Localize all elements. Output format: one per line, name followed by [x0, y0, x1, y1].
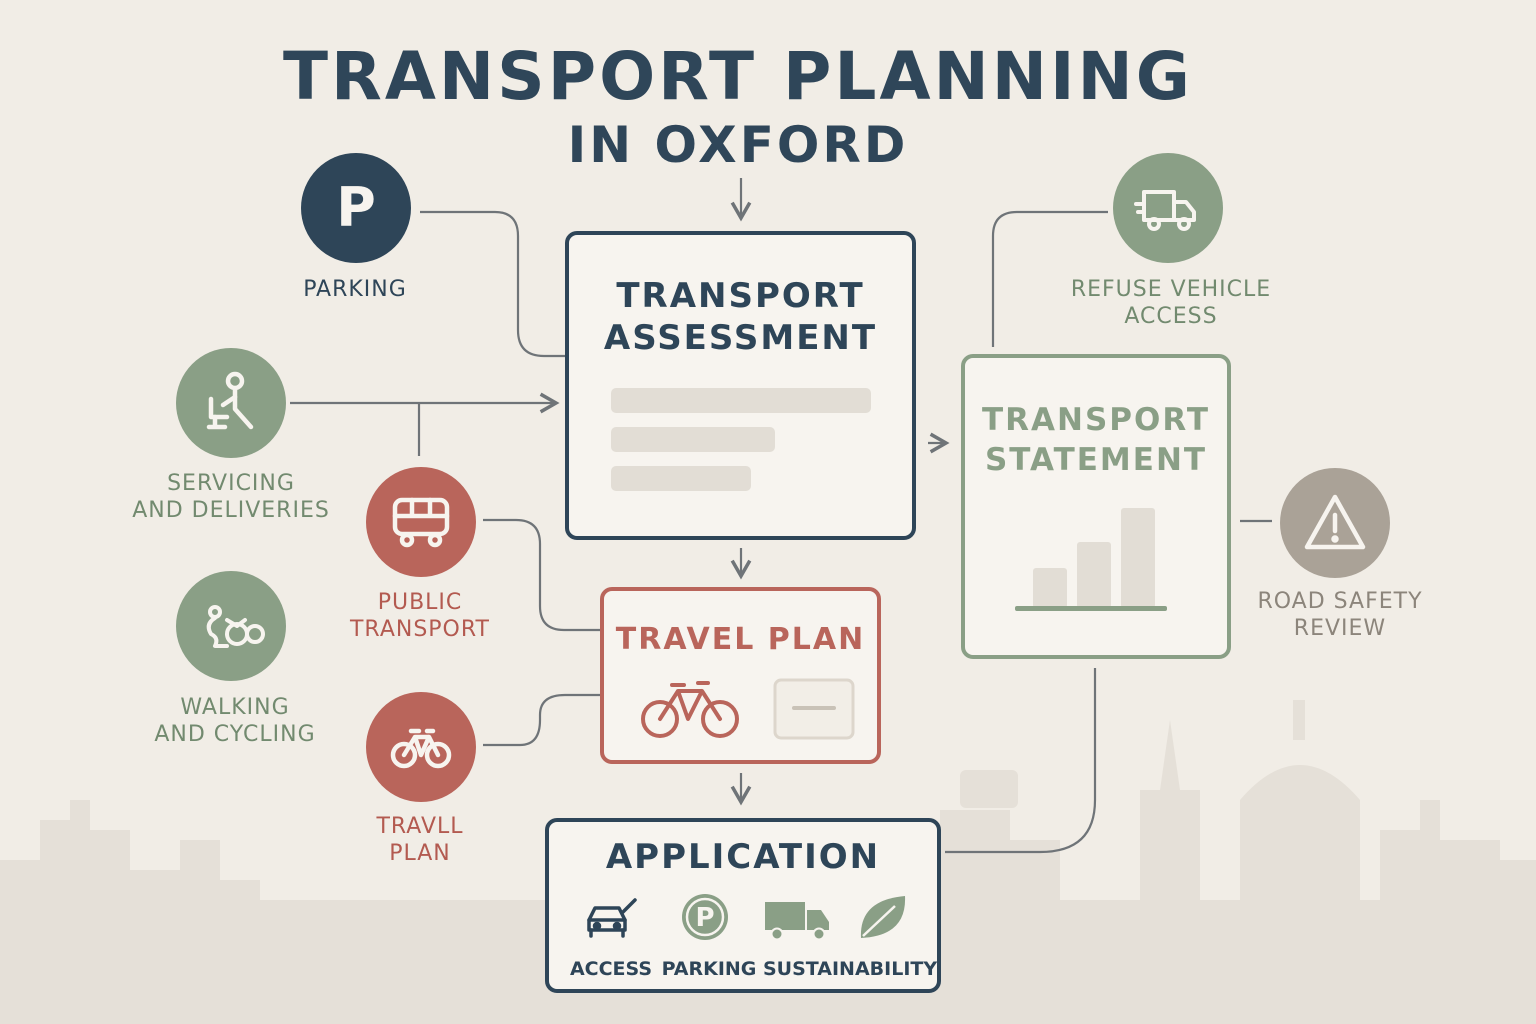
truck-icon — [765, 902, 829, 941]
transport-statement-title: TRANSPORT STATEMENT — [982, 402, 1210, 478]
public-transport-node[interactable] — [366, 467, 476, 577]
parking-node[interactable]: P — [301, 153, 411, 263]
application-box[interactable]: APPLICATION P ACCESS PARKING SUSTAINABIL… — [545, 818, 941, 993]
transport-assessment-title: TRANSPORT ASSESSMENT — [603, 276, 878, 358]
refuse-vehicle-label: REFUSE VEHICLE ACCESS — [1070, 277, 1272, 329]
parking-label: PARKING — [303, 277, 407, 302]
page-subtitle: IN OXFORD — [567, 116, 909, 174]
text-placeholder-bar — [611, 466, 751, 491]
application-item-sustainability-label: SUSTAINABILITY — [763, 958, 938, 980]
transport-assessment-box[interactable]: TRANSPORT ASSESSMENT — [565, 231, 916, 540]
road-safety-node[interactable] — [1280, 468, 1390, 578]
text-placeholder-bar — [611, 388, 871, 413]
page-title: TRANSPORT PLANNING — [283, 38, 1193, 115]
public-transport-connector — [483, 518, 600, 632]
travll-plan-connector — [483, 693, 600, 747]
servicing-label: SERVICING AND DELIVERIES — [132, 471, 330, 523]
text-placeholder-bar — [611, 427, 775, 452]
walking-cycling-label: WALKING AND CYCLING — [154, 695, 316, 747]
servicing-node[interactable] — [176, 348, 286, 458]
bicycle-icon — [390, 728, 452, 769]
travll-plan-label: TRAVLL PLAN — [376, 814, 464, 866]
walk-cycle-icon — [206, 605, 265, 648]
parking-icon: P — [336, 176, 376, 239]
refuse-vehicle-node[interactable] — [1113, 153, 1223, 263]
warning-icon — [1304, 494, 1366, 550]
bus-icon — [392, 497, 450, 548]
travel-plan-title: TRAVEL PLAN — [615, 622, 866, 657]
travll-plan-node[interactable] — [366, 692, 476, 802]
svg-text:P: P — [695, 903, 714, 933]
card-icon — [773, 678, 855, 740]
bicycle-icon — [641, 681, 739, 738]
walking-cycling-node[interactable] — [176, 571, 286, 681]
bar-chart-icon — [1015, 508, 1167, 611]
car-icon — [587, 898, 637, 938]
leaf-icon — [860, 896, 906, 938]
parking-icon: P — [682, 894, 728, 940]
statement-to-application-connector — [945, 668, 1097, 854]
refuse-connector — [991, 210, 1108, 347]
public-transport-label: PUBLIC TRANSPORT — [349, 590, 490, 642]
road-safety-label: ROAD SAFETY REVIEW — [1257, 589, 1423, 641]
truck-icon — [1134, 190, 1196, 231]
svg-text:P: P — [336, 176, 376, 239]
application-item-access-label: ACCESS — [569, 958, 653, 980]
travel-plan-box[interactable]: TRAVEL PLAN — [600, 587, 881, 764]
application-item-parking-label: PARKING — [661, 958, 757, 980]
transport-statement-box[interactable]: TRANSPORT STATEMENT — [961, 354, 1231, 659]
person-desk-icon — [206, 371, 254, 430]
application-title: APPLICATION — [605, 837, 881, 877]
parking-connector — [420, 210, 566, 358]
